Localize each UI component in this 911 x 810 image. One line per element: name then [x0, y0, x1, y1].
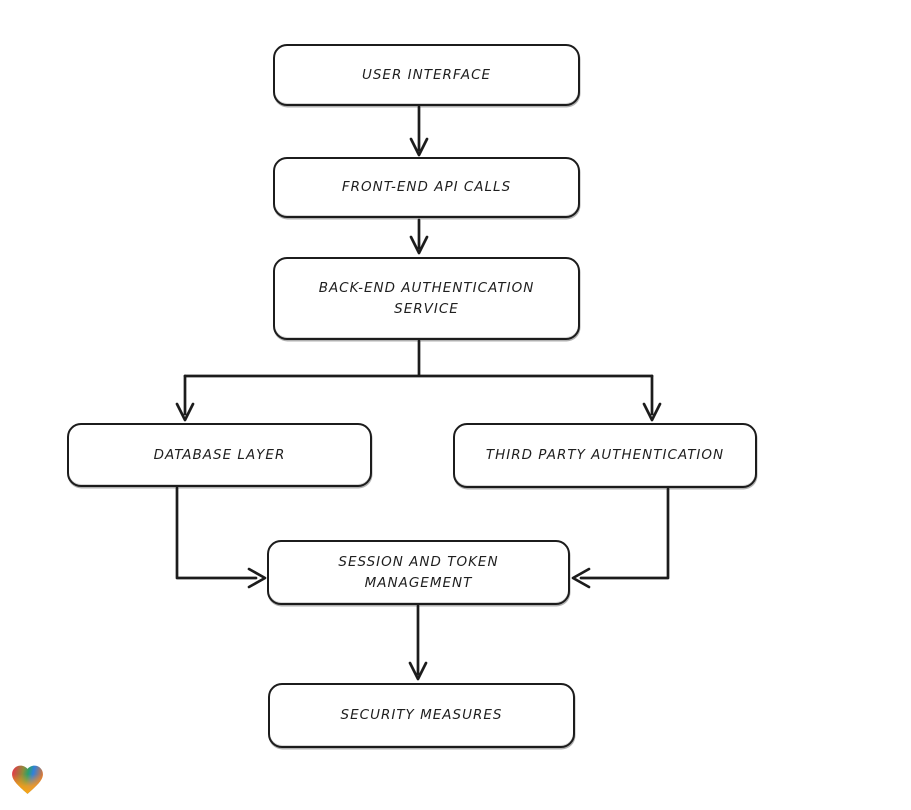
node-database-layer-label: DATABASE LAYER — [153, 446, 286, 463]
edge-frontend-to-backend — [409, 218, 429, 255]
node-session-and-token-management: SESSION AND TOKEN MANAGEMENT — [267, 540, 570, 605]
edge-branch-to-thirdparty — [642, 374, 662, 422]
node-back-end-authentication-service: BACK-END AUTHENTICATION SERVICE — [273, 257, 580, 340]
node-back-end-authentication-service-label: BACK-END AUTHENTICATION SERVICE — [318, 279, 535, 317]
node-user-interface: USER INTERFACE — [273, 44, 580, 106]
edge-backend-branch-rail — [183, 339, 654, 378]
heart-icon — [12, 765, 43, 794]
node-user-interface-label: USER INTERFACE — [361, 66, 492, 83]
edge-thirdparty-to-session — [571, 487, 670, 589]
lovable-badge[interactable] — [9, 761, 46, 798]
edge-ui-to-frontend — [409, 105, 429, 157]
node-third-party-authentication: THIRD PARTY AUTHENTICATION — [453, 423, 757, 488]
edge-database-to-session — [175, 486, 267, 589]
node-security-measures: SECURITY MEASURES — [268, 683, 575, 748]
edge-branch-to-database — [175, 374, 195, 422]
edge-session-to-security — [408, 604, 428, 681]
node-database-layer: DATABASE LAYER — [67, 423, 372, 487]
node-session-and-token-management-label: SESSION AND TOKEN MANAGEMENT — [338, 553, 499, 591]
node-front-end-api-calls-label: FRONT-END API CALLS — [341, 179, 512, 195]
node-third-party-authentication-label: THIRD PARTY AUTHENTICATION — [485, 447, 725, 463]
node-front-end-api-calls: FRONT-END API CALLS — [273, 157, 580, 218]
node-security-measures-label: SECURITY MEASURES — [340, 707, 503, 723]
